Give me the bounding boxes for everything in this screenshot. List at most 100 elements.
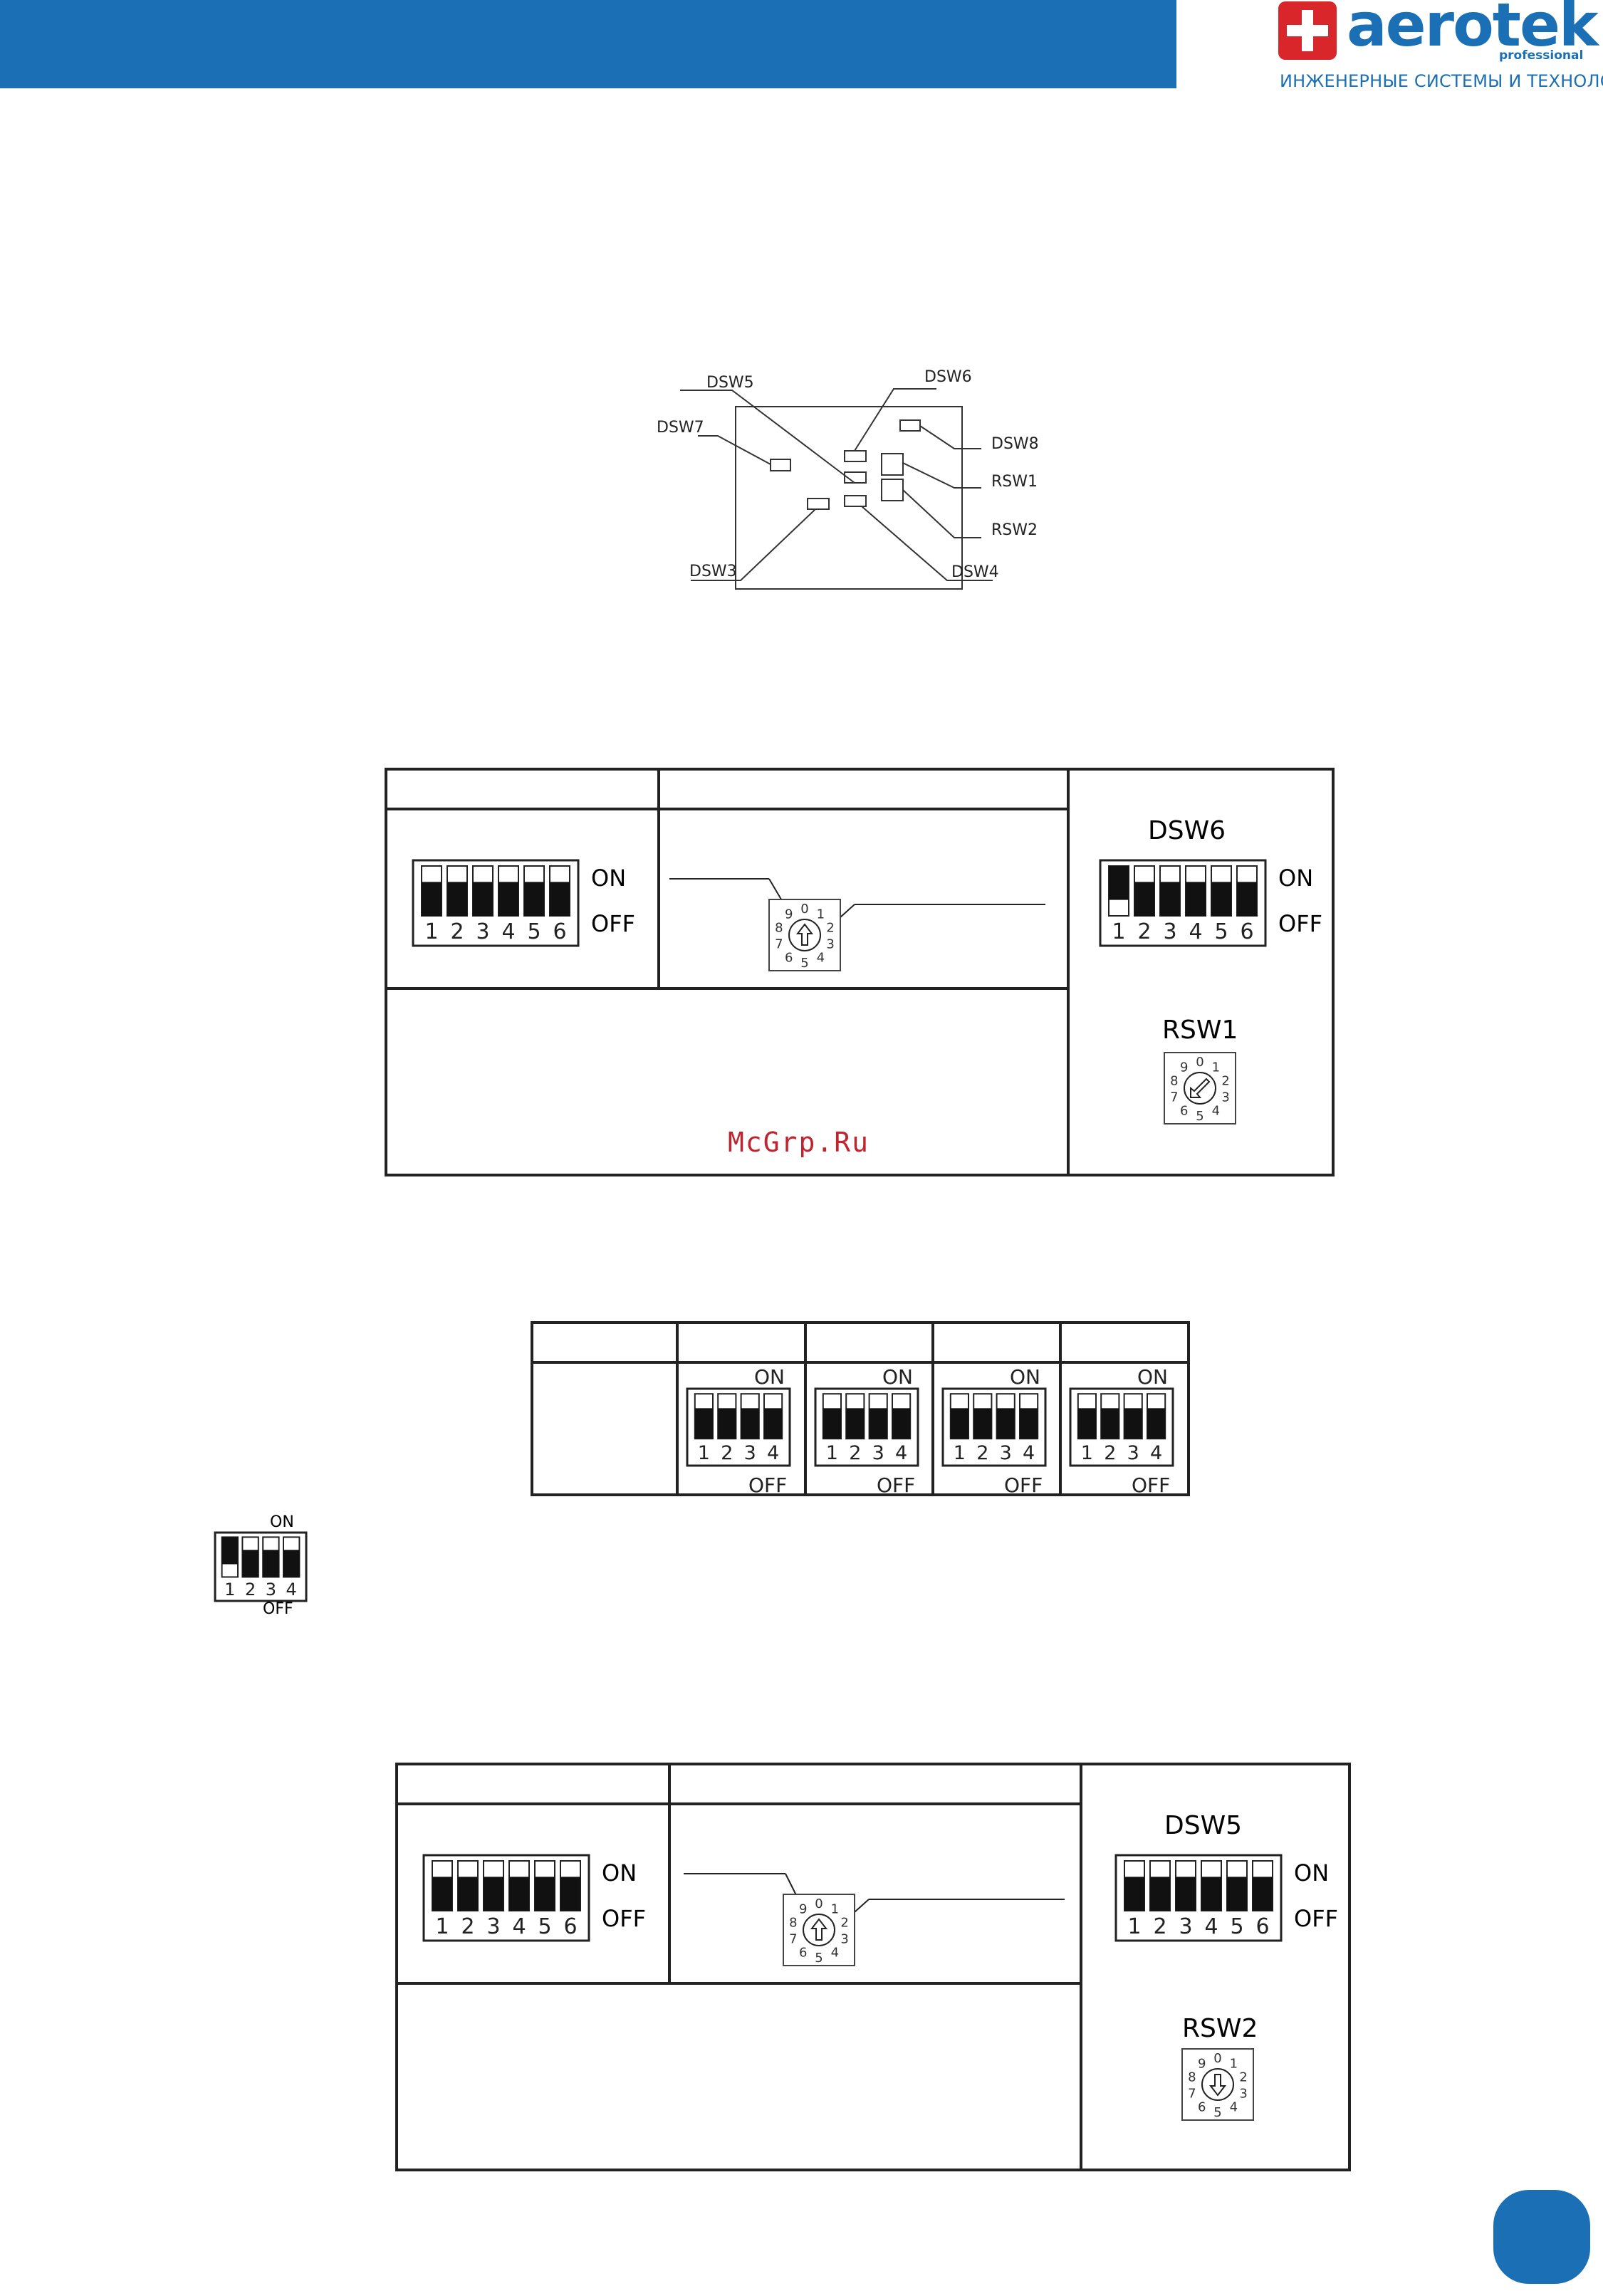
on-label: ON (602, 1859, 637, 1887)
dip-number: 3 (744, 1442, 756, 1464)
dip-number: 2 (450, 919, 464, 944)
label-dsw6: DSW6 (924, 368, 972, 386)
dip-lever-off (1227, 1877, 1247, 1911)
dip-lever-off (524, 882, 544, 916)
rsw2-leader (902, 489, 981, 538)
aerotek-logo: aerotek professional ИНЖЕНЕРНЫЕ СИСТЕМЫ … (1278, 0, 1603, 100)
dip-lever-off (458, 1877, 478, 1911)
dip-lever-off (1150, 1877, 1170, 1911)
off-label: OFF (1004, 1473, 1043, 1497)
on-label: ON (270, 1513, 294, 1531)
off-label: OFF (877, 1473, 915, 1497)
dip-number: 2 (976, 1442, 988, 1464)
on-label: ON (1278, 865, 1313, 892)
rotary-digit: 8 (1170, 1073, 1178, 1088)
rsw2-marker (881, 479, 904, 501)
header-bar (0, 0, 1176, 88)
rotary-digit: 9 (799, 1901, 807, 1916)
dip-number: 1 (224, 1580, 235, 1600)
dip-number: 2 (1137, 919, 1151, 944)
rotary-digit: 8 (789, 1915, 797, 1930)
dip-frame (941, 1387, 1047, 1467)
off-label: OFF (263, 1600, 293, 1618)
dip-number: 2 (721, 1442, 733, 1464)
rotary-digit: 5 (1196, 1109, 1203, 1124)
dip-lever-off (718, 1408, 736, 1439)
dip-lever-off (1160, 882, 1180, 916)
dip-number: 4 (512, 1914, 526, 1939)
dip-number: 6 (1240, 919, 1253, 944)
rotary-digit: 7 (1188, 2087, 1196, 2102)
dsw3-leader (691, 508, 816, 581)
dip-frame (814, 1387, 919, 1467)
rotary-digit: 8 (1188, 2070, 1196, 2084)
dip-number: 1 (1081, 1442, 1093, 1464)
dip-number: 1 (1112, 919, 1125, 944)
dip-lever-off (1124, 1408, 1142, 1439)
dip-lever-off (432, 1877, 452, 1911)
dip-lever-off (1211, 882, 1231, 916)
rotary-digit: 2 (826, 920, 834, 935)
rotary-digit: 0 (815, 1896, 823, 1911)
dip-number: 3 (1163, 919, 1176, 944)
dip-number: 2 (849, 1442, 861, 1464)
dip-lever-on (221, 1537, 238, 1565)
rotary-digit: 6 (1180, 1104, 1188, 1119)
rsw1-leader (902, 462, 981, 489)
dsw6-title: DSW6 (1148, 816, 1226, 845)
label-dsw3: DSW3 (689, 563, 737, 580)
dip-lever-off (741, 1408, 759, 1439)
rotary-digit: 0 (1213, 2051, 1221, 2066)
dip-lever-off (484, 1877, 503, 1911)
dip-number: 2 (245, 1580, 256, 1600)
dip-number: 5 (527, 919, 541, 944)
dip-lever-on (1109, 866, 1129, 900)
rotary-digit: 0 (1196, 1055, 1203, 1070)
dip-number: 1 (435, 1914, 449, 1939)
rotary-digit: 1 (817, 907, 825, 922)
dip-lever-off (996, 1408, 1015, 1439)
dip-lever-off (263, 1550, 279, 1577)
rotary-digit: 1 (1230, 2056, 1238, 2071)
dip-number: 3 (1179, 1914, 1192, 1939)
dip-number: 3 (266, 1580, 276, 1600)
dsw5-title: DSW5 (1164, 1811, 1242, 1840)
dip-number: 4 (1204, 1914, 1218, 1939)
rotary-digit: 6 (785, 951, 793, 966)
dip-lever-off (550, 882, 570, 916)
dip-number: 1 (698, 1442, 710, 1464)
dip-lever-off (1077, 1408, 1096, 1439)
dip-lever-off (1186, 882, 1206, 916)
rotary-digit: 4 (831, 1946, 839, 1961)
dip-lever-off (422, 882, 442, 916)
rotary-digit: 2 (840, 1915, 848, 1930)
dip-number: 4 (1150, 1442, 1162, 1464)
dip-lever-off (1124, 1877, 1144, 1911)
label-dsw7: DSW7 (657, 419, 704, 437)
dip-number: 5 (1230, 1914, 1243, 1939)
on-label: ON (754, 1365, 785, 1389)
dip-lever-off (283, 1550, 300, 1577)
dip-lever-off (1134, 882, 1154, 916)
on-label: ON (591, 865, 626, 892)
rotary-digit: 5 (800, 956, 808, 971)
rotary-digit: 2 (1221, 1073, 1229, 1088)
dip-number: 2 (1104, 1442, 1116, 1464)
rotary-digit: 0 (800, 902, 808, 917)
dip-lever-off (560, 1877, 580, 1911)
dsw5-leader (680, 390, 855, 484)
dip-number: 3 (872, 1442, 884, 1464)
dip-number: 1 (424, 919, 438, 944)
red-cross-icon (1278, 1, 1337, 60)
dip-lever-off (535, 1877, 555, 1911)
